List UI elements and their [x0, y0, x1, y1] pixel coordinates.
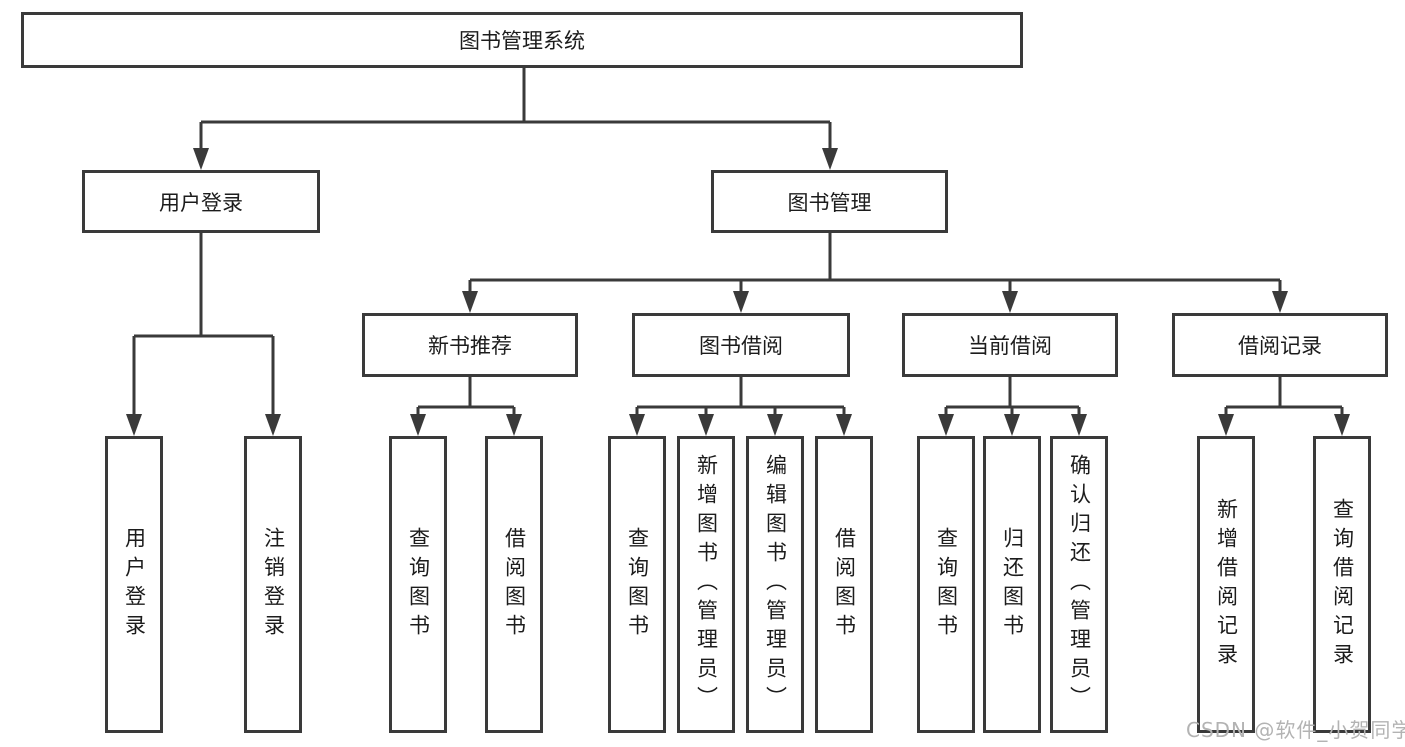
leaf-confirm-return-admin: 确认归还（管理员） — [1050, 436, 1108, 733]
leaf-query-books-label: 查询图书 — [625, 526, 650, 643]
node-current-borrowing: 当前借阅 — [902, 313, 1118, 377]
node-current-borrowing-label: 当前借阅 — [968, 334, 1052, 358]
leaf-query-books-label: 查询图书 — [406, 526, 431, 643]
leaf-confirm-return-admin-label: 确认归还（管理员） — [1067, 454, 1092, 715]
leaf-query-borrow-record-label: 查询借阅记录 — [1330, 497, 1355, 672]
leaf-add-borrow-record-label: 新增借阅记录 — [1214, 497, 1239, 672]
leaf-query-books-under-recommend: 查询图书 — [389, 436, 447, 733]
leaf-add-borrow-record: 新增借阅记录 — [1197, 436, 1255, 733]
leaf-return-books: 归还图书 — [983, 436, 1041, 733]
leaf-edit-books-admin: 编辑图书（管理员） — [746, 436, 804, 733]
node-book-borrowing: 图书借阅 — [632, 313, 850, 377]
leaf-borrow-books: 借阅图书 — [815, 436, 873, 733]
node-book-management-label: 图书管理 — [787, 190, 872, 215]
node-new-book-recommend-label: 新书推荐 — [428, 334, 512, 358]
leaf-query-books-under-current: 查询图书 — [917, 436, 975, 733]
leaf-query-borrow-record: 查询借阅记录 — [1313, 436, 1371, 733]
node-root-label: 图书管理系统 — [459, 29, 585, 53]
leaf-logout-label: 注销登录 — [261, 526, 286, 643]
node-new-book-recommend: 新书推荐 — [362, 313, 578, 377]
node-root-book-management-system: 图书管理系统 — [21, 12, 1023, 68]
leaf-add-books-admin: 新增图书（管理员） — [677, 436, 735, 733]
leaf-borrow-books-under-recommend: 借阅图书 — [485, 436, 543, 733]
leaf-logout: 注销登录 — [244, 436, 302, 733]
node-user-login: 用户登录 — [82, 170, 320, 233]
leaf-query-books-under-borrowing: 查询图书 — [608, 436, 666, 733]
leaf-add-books-admin-label: 新增图书（管理员） — [694, 454, 719, 715]
leaf-user-login-label: 用户登录 — [122, 526, 147, 643]
csdn-watermark: CSDN @软件_小贺同学 — [1186, 718, 1405, 742]
node-book-borrowing-label: 图书借阅 — [699, 334, 783, 358]
node-user-login-label: 用户登录 — [159, 190, 243, 215]
node-borrowing-records: 借阅记录 — [1172, 313, 1388, 377]
leaf-borrow-books-label: 借阅图书 — [502, 526, 527, 643]
node-book-management: 图书管理 — [711, 170, 948, 233]
leaf-query-books-label: 查询图书 — [934, 526, 959, 643]
leaf-user-login: 用户登录 — [105, 436, 163, 733]
leaf-return-books-label: 归还图书 — [1000, 526, 1025, 643]
node-borrowing-records-label: 借阅记录 — [1238, 334, 1322, 358]
leaf-borrow-books-label: 借阅图书 — [832, 526, 857, 643]
leaf-edit-books-admin-label: 编辑图书（管理员） — [763, 454, 788, 715]
